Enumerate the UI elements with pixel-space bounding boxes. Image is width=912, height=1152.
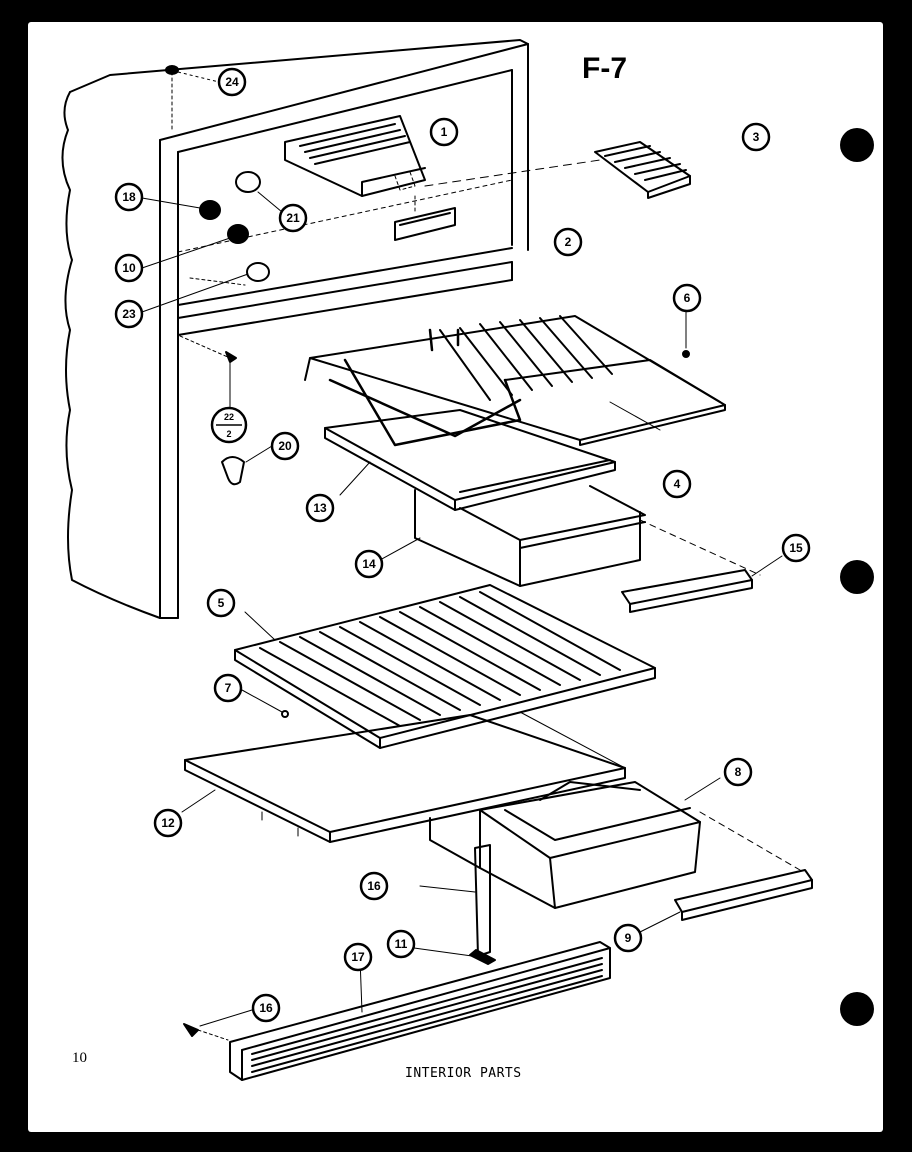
callout-20-label: 20: [278, 439, 292, 453]
callout-6-label: 6: [684, 291, 691, 305]
callout-14: 14: [354, 549, 384, 579]
callout-11-label: 11: [395, 937, 408, 951]
figure-label: F-7: [582, 52, 627, 85]
callout-21-label: 21: [286, 211, 300, 225]
callout-9: 9: [613, 923, 643, 953]
callout-5-label: 5: [218, 596, 225, 610]
part-crisper-cover: [324, 409, 616, 511]
part-trim-strip-lower: [639, 869, 813, 933]
callout-2: 2: [553, 227, 583, 257]
callout-15-label: 15: [789, 541, 803, 555]
callout-23-label: 23: [122, 307, 136, 321]
part-small-screw-upper: [682, 311, 690, 358]
callout-23: 23: [114, 299, 144, 329]
callout-18-label: 18: [122, 190, 136, 204]
part-dial: [235, 171, 283, 213]
callout-1-label: 1: [441, 125, 448, 139]
callout-16-rail: 16: [359, 871, 389, 901]
callout-8: 8: [723, 757, 753, 787]
callout-16-screw: 16: [251, 993, 281, 1023]
part-rail-bracket: [413, 947, 496, 965]
callout-4: 4: [662, 469, 692, 499]
callout-7-label: 7: [225, 681, 232, 695]
callout-13-label: 13: [313, 501, 327, 515]
callout-17-label: 17: [351, 950, 365, 964]
callout-21: 21: [278, 203, 308, 233]
callout-24-label: 24: [225, 75, 239, 89]
part-crisper-drawer: [379, 485, 761, 587]
callout-20: 20: [270, 431, 300, 461]
part-small-screw-lower: [241, 689, 289, 718]
part-bracket: [394, 195, 456, 241]
callout-6: 6: [672, 283, 702, 313]
part-lower-drawer: [429, 777, 801, 909]
part-lower-crisper-cover: [181, 711, 626, 843]
part-knobs: [141, 197, 270, 313]
part-rail: [419, 844, 491, 957]
callout-3-label: 3: [753, 130, 760, 144]
callout-5: 5: [206, 588, 236, 618]
callout-13: 13: [305, 493, 335, 523]
part-control-housing: [284, 115, 426, 197]
page-number: 10: [72, 1050, 87, 1066]
parts-sheet: [28, 22, 883, 1132]
part-kick-plate: [229, 941, 611, 1081]
callout-24: 24: [217, 67, 247, 97]
binder-hole-top: [840, 128, 874, 162]
part-lower-shelf: [234, 584, 656, 749]
callout-14-label: 14: [362, 557, 376, 571]
callout-18: 18: [114, 182, 144, 212]
callout-12-label: 12: [161, 816, 175, 830]
callout-4-label: 4: [674, 477, 681, 491]
callout-10: 10: [114, 253, 144, 283]
callout-22-top-label: 22: [224, 412, 234, 422]
binder-hole-bottom: [840, 992, 874, 1026]
callout-16-screw-label: 16: [259, 1001, 273, 1015]
callout-7: 7: [213, 673, 243, 703]
callout-1: 1: [429, 117, 459, 147]
part-ice-tray: [424, 141, 691, 199]
callout-15: 15: [781, 533, 811, 563]
refrigerator-cabinet: [61, 39, 529, 619]
callout-22-fraction: 22 2: [210, 406, 248, 444]
callout-22-bottom-label: 2: [226, 429, 231, 439]
part-kick-plate-screw: [183, 1009, 253, 1041]
callout-12: 12: [153, 808, 183, 838]
callout-16-rail-label: 16: [367, 879, 381, 893]
part-upper-wire-shelf: [304, 315, 726, 447]
part-trim-strip-upper: [621, 555, 783, 613]
callout-8-label: 8: [735, 765, 742, 779]
figure-caption: INTERIOR PARTS: [405, 1066, 522, 1081]
binder-hole-middle: [840, 560, 874, 594]
callout-3: 3: [741, 122, 771, 152]
callout-11: 11: [386, 929, 416, 959]
callout-17: 17: [343, 942, 373, 972]
part-screw-and-clip: [221, 351, 273, 486]
callout-10-label: 10: [122, 261, 136, 275]
callout-9-label: 9: [625, 931, 632, 945]
callout-2-label: 2: [565, 235, 572, 249]
